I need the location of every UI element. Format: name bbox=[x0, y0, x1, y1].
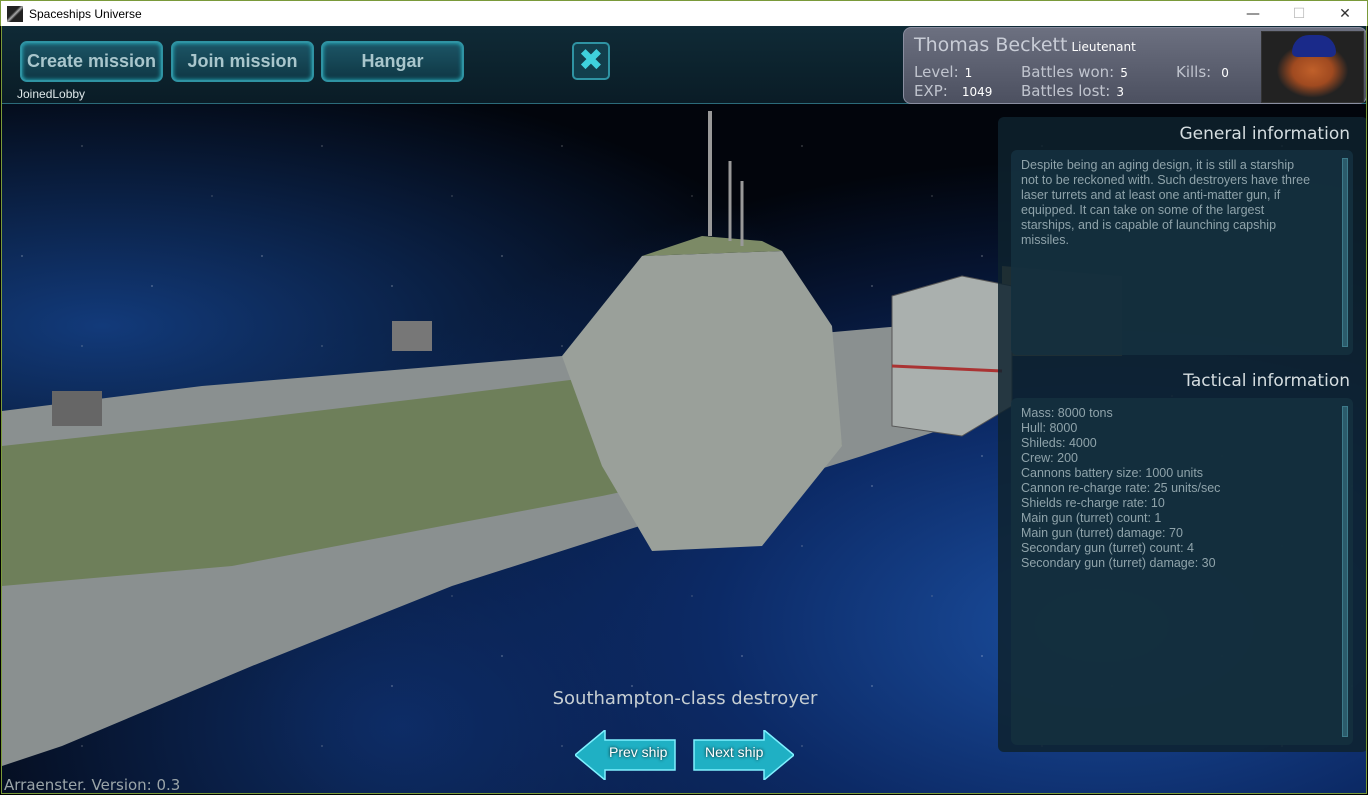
title-bar: Spaceships Universe — ☐ ✕ bbox=[0, 0, 1368, 26]
prev-ship-label: Prev ship bbox=[609, 744, 668, 760]
top-bar: Create mission Join mission Hangar ✖ Joi… bbox=[2, 26, 1366, 104]
level-value: 1 bbox=[964, 66, 973, 80]
ship-model bbox=[2, 111, 1122, 766]
general-info-box: Despite being an aging design, it is sti… bbox=[1011, 150, 1353, 355]
tactical-line: Secondary gun (turret) damage: 30 bbox=[1021, 556, 1216, 570]
tactical-line: Hull: 8000 bbox=[1021, 421, 1078, 435]
battles-won-value: 5 bbox=[1120, 66, 1128, 80]
hangar-scene: Create mission Join mission Hangar ✖ Joi… bbox=[1, 26, 1367, 794]
battles-won-stat: Battles won: 5 bbox=[1021, 63, 1128, 81]
tactical-line: Cannon re-charge rate: 25 units/sec bbox=[1021, 481, 1221, 495]
arrow-left-icon bbox=[573, 728, 676, 782]
level-label: Level: bbox=[914, 63, 959, 81]
player-rank: Lieutenant bbox=[1071, 40, 1136, 54]
next-ship-button[interactable]: Next ship bbox=[692, 728, 796, 782]
app-icon bbox=[7, 5, 23, 22]
tactical-info-heading: Tactical information bbox=[1183, 371, 1350, 391]
tactical-line: Main gun (turret) damage: 70 bbox=[1021, 526, 1183, 540]
version-label: Arraenster. Version: 0.3 bbox=[4, 776, 181, 794]
arrow-right-icon bbox=[693, 728, 796, 782]
tactical-line: Shileds: 4000 bbox=[1021, 436, 1097, 450]
tactical-line: Secondary gun (turret) count: 4 bbox=[1021, 541, 1195, 555]
tactical-line: Shields re-charge rate: 10 bbox=[1021, 496, 1165, 510]
general-info-heading: General information bbox=[1179, 124, 1350, 144]
tactical-line: Crew: 200 bbox=[1021, 451, 1078, 465]
tactical-line: Cannons battery size: 1000 units bbox=[1021, 466, 1204, 480]
window-title: Spaceships Universe bbox=[29, 6, 142, 21]
minimize-button[interactable]: — bbox=[1246, 6, 1260, 22]
ship-info-panel: General information Despite being an agi… bbox=[998, 117, 1366, 752]
kills-value: 0 bbox=[1221, 66, 1229, 80]
player-name: Thomas Beckett bbox=[914, 34, 1068, 56]
tactical-info-box: Mass: 8000 tons Hull: 8000 Shileds: 4000… bbox=[1011, 398, 1353, 745]
battles-lost-label: Battles lost: bbox=[1021, 82, 1111, 100]
exp-label: EXP: bbox=[914, 82, 948, 100]
create-mission-button[interactable]: Create mission bbox=[20, 41, 163, 82]
close-icon[interactable]: ✖ bbox=[572, 42, 610, 80]
prev-ship-button[interactable]: Prev ship bbox=[573, 728, 677, 782]
next-ship-label: Next ship bbox=[705, 744, 764, 760]
ship-name: Southampton-class destroyer bbox=[552, 688, 818, 709]
battles-lost-stat: Battles lost: 3 bbox=[1021, 82, 1124, 100]
player-portrait bbox=[1261, 31, 1364, 103]
tactical-line: Mass: 8000 tons bbox=[1021, 406, 1113, 420]
close-window-button[interactable]: ✕ bbox=[1339, 6, 1351, 22]
join-mission-button[interactable]: Join mission bbox=[171, 41, 314, 82]
general-info-scrollbar[interactable] bbox=[1342, 158, 1348, 347]
battles-won-label: Battles won: bbox=[1021, 63, 1115, 81]
exp-stat: EXP: 1049 bbox=[914, 82, 992, 100]
battles-lost-value: 3 bbox=[1116, 85, 1124, 99]
tactical-info-scrollbar[interactable] bbox=[1342, 406, 1348, 737]
kills-stat: Kills: 0 bbox=[1176, 63, 1229, 81]
lobby-status: JoinedLobby bbox=[17, 87, 86, 101]
exp-value: 1049 bbox=[961, 85, 993, 99]
maximize-button[interactable]: ☐ bbox=[1292, 6, 1306, 22]
general-info-text: Despite being an aging design, it is sti… bbox=[1021, 158, 1311, 247]
level-stat: Level: 1 bbox=[914, 63, 972, 81]
tactical-line: Main gun (turret) count: 1 bbox=[1021, 511, 1162, 525]
hangar-button[interactable]: Hangar bbox=[321, 41, 464, 82]
kills-label: Kills: bbox=[1176, 63, 1212, 81]
